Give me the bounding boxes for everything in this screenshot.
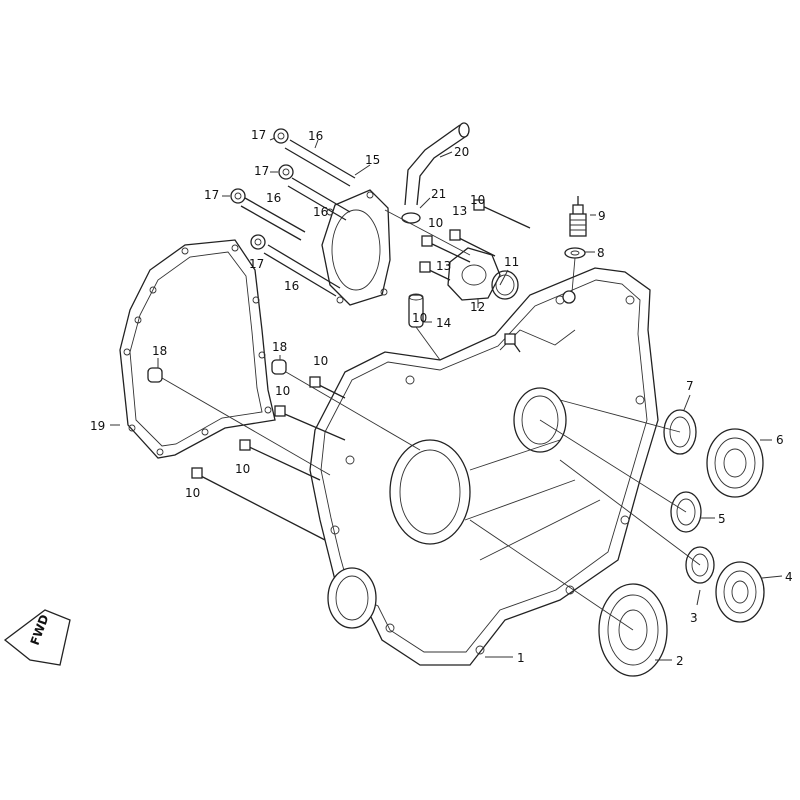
callout-10c: 10 [313, 354, 328, 368]
assembly-lines [161, 209, 701, 631]
cover-gasket-19 [119, 239, 276, 459]
callout-10g: 10 [412, 311, 427, 325]
callout-17c: 17 [204, 188, 219, 202]
callout-17a: 17 [251, 128, 266, 142]
callout-16b: 16 [313, 205, 328, 219]
nuts-17 [230, 128, 294, 250]
callout-18b: 18 [272, 340, 287, 354]
callout-1: 1 [517, 651, 525, 665]
bearing-6 [706, 428, 764, 498]
fitting-14 [408, 293, 424, 328]
leader-lines [110, 137, 783, 661]
callout-6: 6 [776, 433, 784, 447]
cover-plate-12 [447, 247, 501, 301]
callout-19: 19 [90, 419, 105, 433]
callout-10f: 10 [185, 486, 200, 500]
callout-16c: 16 [266, 191, 281, 205]
studs-16 [240, 139, 356, 297]
breather-hose-20 [404, 122, 470, 206]
callout-10e: 10 [235, 462, 250, 476]
callout-8: 8 [597, 246, 605, 260]
callout-17b: 17 [254, 164, 269, 178]
bolts-10 [191, 199, 531, 541]
dowels-18 [147, 359, 287, 383]
callout-16a: 16 [308, 129, 323, 143]
hose-clamp-21 [401, 212, 421, 224]
callout-3: 3 [690, 611, 698, 625]
callout-10d: 10 [275, 384, 290, 398]
callout-20: 20 [454, 145, 469, 159]
callout-10a: 10 [470, 193, 485, 207]
bearing-4 [715, 561, 765, 623]
callout-7: 7 [686, 379, 694, 393]
callout-21: 21 [431, 187, 446, 201]
callout-numbers: 1 2 3 4 5 6 7 8 9 10 10 10 10 10 10 10 1… [90, 128, 793, 668]
callout-13a: 13 [452, 204, 467, 218]
washer-8 [564, 247, 586, 259]
callout-9: 9 [598, 209, 606, 223]
callout-18a: 18 [152, 344, 167, 358]
callout-5: 5 [718, 512, 726, 526]
gasket-15 [321, 189, 391, 306]
callout-4: 4 [785, 570, 793, 584]
callout-15: 15 [365, 153, 380, 167]
callout-12: 12 [470, 300, 485, 314]
bolts-13 [419, 229, 496, 281]
callout-16d: 16 [284, 279, 299, 293]
forward-direction-arrow: FWD [3, 609, 71, 666]
callout-10b: 10 [428, 216, 443, 230]
crankcase-1 [309, 267, 659, 666]
sensor-9 [569, 196, 587, 237]
callout-17d: 17 [249, 257, 264, 271]
callout-14: 14 [436, 316, 451, 330]
callout-2: 2 [676, 654, 684, 668]
callout-13b: 13 [436, 259, 451, 273]
callout-11: 11 [504, 255, 519, 269]
